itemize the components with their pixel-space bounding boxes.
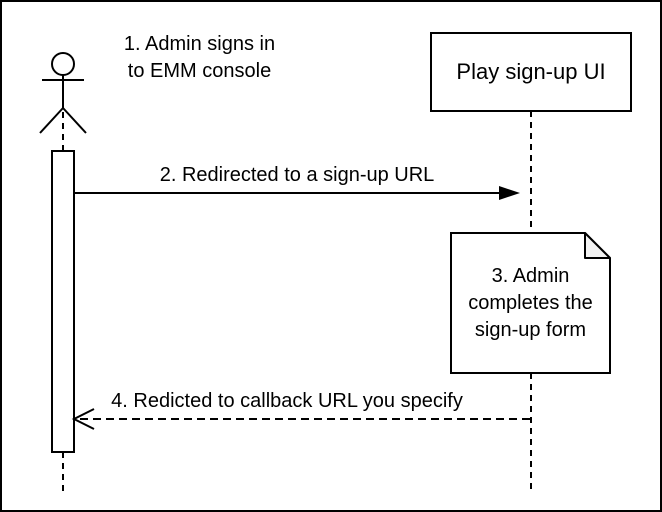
play-signup-box [430, 32, 632, 112]
note-label: 3. Admin completes the sign-up form [468, 264, 593, 341]
play-signup-ui-label: Play sign-up UI [456, 59, 606, 84]
message-4-label: 4. Redicted to callback URL you specify [111, 390, 463, 412]
note-fold-corner [584, 232, 611, 259]
activation-bar [51, 150, 75, 453]
message-2-label: 2. Redirected to a sign-up URL [159, 164, 435, 186]
actor-icon [39, 52, 87, 134]
message-2-arrow [74, 186, 520, 200]
message-4-arrow [71, 408, 530, 430]
message-1-label: 1. Admin signs in to EMM console [123, 33, 276, 82]
note-shape [450, 232, 611, 374]
